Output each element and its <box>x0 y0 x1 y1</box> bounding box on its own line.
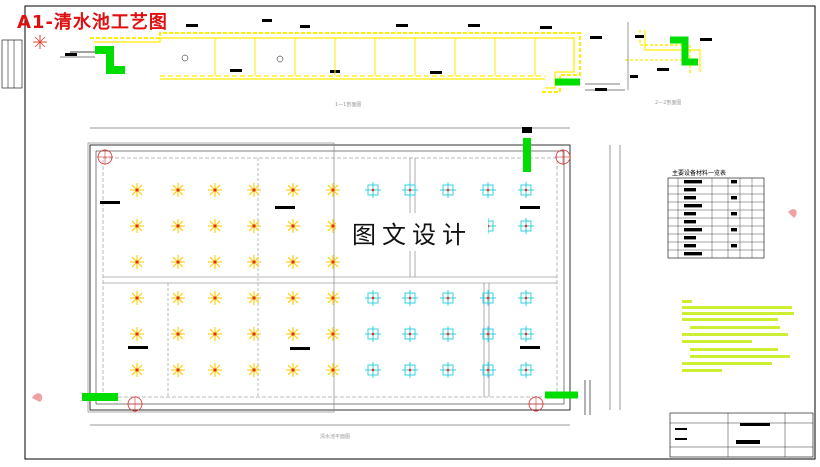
svg-text:1—1剖面图: 1—1剖面图 <box>335 101 361 108</box>
star-marker-icon <box>247 291 261 305</box>
star-marker-icon <box>208 363 222 377</box>
star-marker-icon <box>208 327 222 341</box>
star-marker-icon <box>247 327 261 341</box>
table-cell-text <box>684 252 702 256</box>
cross-marker-icon <box>440 326 456 342</box>
star-marker-icon <box>286 219 300 233</box>
star-marker-icon <box>171 327 185 341</box>
cross-marker-icon <box>480 362 496 378</box>
cross-marker-icon <box>440 182 456 198</box>
cross-marker-icon <box>518 326 534 342</box>
star-marker-icon <box>171 219 185 233</box>
table-cell-text <box>731 244 737 248</box>
star-marker-icon <box>171 255 185 269</box>
watermark-text: 图文设计 <box>336 213 488 251</box>
table-cell-text <box>684 188 696 192</box>
table-cell-text <box>684 228 702 232</box>
star-marker-icon <box>130 219 144 233</box>
table-cell-text <box>731 196 737 200</box>
material-table-title: 主要设备材料一览表 <box>672 170 727 177</box>
section-columns <box>214 38 536 76</box>
cross-marker-icon <box>440 362 456 378</box>
table-cell-text <box>684 236 696 240</box>
cross-marker-icon <box>440 290 456 306</box>
star-marker-icon <box>286 327 300 341</box>
cross-marker-icon <box>365 362 381 378</box>
title-block <box>669 412 814 458</box>
cross-marker-icon <box>518 182 534 198</box>
cross-marker-icon <box>402 290 418 306</box>
star-marker-icon <box>208 219 222 233</box>
plan-view: 清水池平面图 <box>32 127 797 440</box>
svg-text:2—2剖面图: 2—2剖面图 <box>655 99 681 106</box>
plan-markers <box>130 182 534 378</box>
north-arrow-icon <box>33 35 47 49</box>
cross-marker-icon <box>518 362 534 378</box>
star-marker-icon <box>247 255 261 269</box>
table-cell-text <box>684 220 696 224</box>
table-cell-text <box>684 204 702 208</box>
section-2-2: 2—2剖面图 <box>625 22 712 106</box>
svg-text:清水池平面图: 清水池平面图 <box>320 433 350 440</box>
cross-marker-icon <box>402 362 418 378</box>
material-table <box>667 177 765 259</box>
star-marker-icon <box>171 183 185 197</box>
star-marker-icon <box>247 363 261 377</box>
table-cell-text <box>684 180 702 184</box>
star-marker-icon <box>286 255 300 269</box>
star-marker-icon <box>130 327 144 341</box>
star-marker-icon <box>247 219 261 233</box>
cross-marker-icon <box>365 326 381 342</box>
star-marker-icon <box>247 183 261 197</box>
star-marker-icon <box>326 291 340 305</box>
cross-marker-icon <box>402 326 418 342</box>
star-marker-icon <box>326 363 340 377</box>
outer-frame <box>24 5 816 460</box>
table-cell-text <box>684 196 696 200</box>
star-marker-icon <box>286 363 300 377</box>
table-cell-text <box>731 228 737 232</box>
table-cell-text <box>684 244 696 248</box>
notes-block <box>682 300 794 372</box>
star-marker-icon <box>171 363 185 377</box>
star-marker-icon <box>130 291 144 305</box>
star-marker-icon <box>326 327 340 341</box>
star-marker-icon <box>326 183 340 197</box>
table-cell-text <box>731 180 737 184</box>
cross-marker-icon <box>365 290 381 306</box>
table-cell-text <box>684 212 696 216</box>
star-marker-icon <box>130 255 144 269</box>
star-marker-icon <box>130 363 144 377</box>
cross-marker-icon <box>480 290 496 306</box>
cross-marker-icon <box>480 326 496 342</box>
cross-marker-icon <box>365 182 381 198</box>
star-marker-icon <box>326 255 340 269</box>
star-marker-icon <box>208 291 222 305</box>
table-cell-text <box>731 212 737 216</box>
star-marker-icon <box>286 183 300 197</box>
cross-marker-icon <box>480 182 496 198</box>
drawing-title: A1-清水池工艺图 <box>17 12 168 33</box>
cross-marker-icon <box>518 290 534 306</box>
star-marker-icon <box>286 291 300 305</box>
star-marker-icon <box>171 291 185 305</box>
inner-frame <box>1 39 23 89</box>
cross-marker-icon <box>402 182 418 198</box>
star-marker-icon <box>130 183 144 197</box>
star-marker-icon <box>208 255 222 269</box>
cross-marker-icon <box>518 218 534 234</box>
star-marker-icon <box>208 183 222 197</box>
